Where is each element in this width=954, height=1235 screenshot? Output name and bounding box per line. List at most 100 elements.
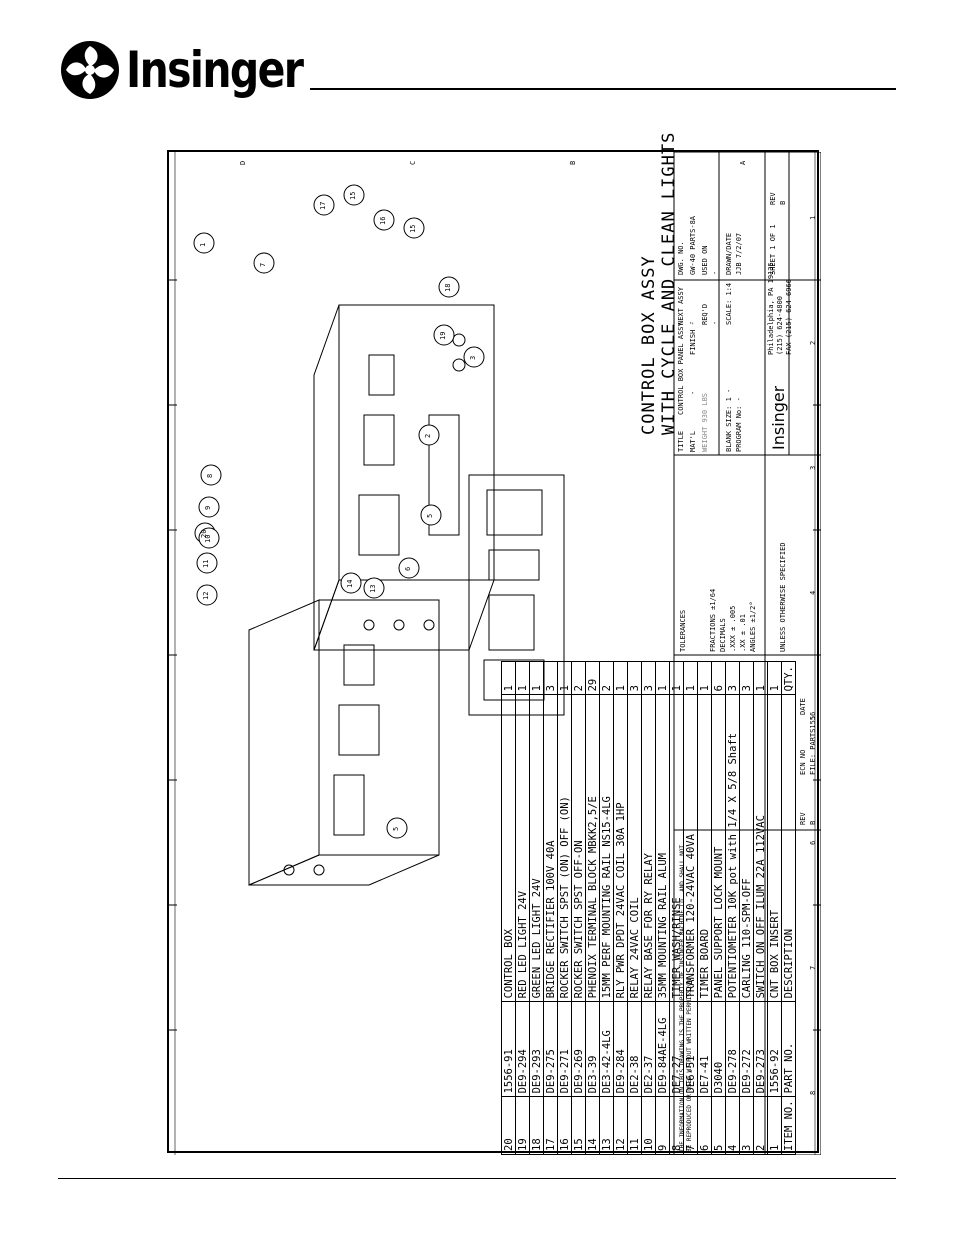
rev-value: B (779, 200, 787, 205)
control-box-iso-secondary (248, 599, 440, 886)
bom-part-no: DE9-275 (543, 1001, 558, 1097)
rev-column-label: REV (799, 812, 807, 825)
bom-header-part: PART NO. (781, 1001, 796, 1097)
bom-header-qty: QTY. (781, 661, 796, 695)
bom-item-no: 11 (627, 1096, 642, 1155)
bom-qty: 3 (725, 661, 740, 695)
bom-qty: 1 (683, 661, 698, 695)
bom-item-no: 1 (767, 1096, 782, 1155)
control-box-iso-main (313, 304, 495, 651)
drawn-value: JJB 7/2/07 (735, 232, 743, 275)
zone-number-2: 2 (809, 340, 817, 345)
bom-part-no: DE2-37 (641, 1001, 656, 1097)
bom-qty: 1 (697, 661, 712, 695)
bom-description: PANEL SUPPORT LOCK MOUNT (711, 694, 726, 1002)
bom-description: ROCKER SWITCH SPST OFF-ON (571, 694, 586, 1002)
balloon-3: 3 (469, 355, 477, 360)
dwg-no: GW-40 PARTS-8A (689, 215, 697, 275)
tol-angles: ANGLES ±1/2° (749, 601, 757, 652)
insinger-swirl-icon (61, 41, 119, 99)
tol-decimals: DECIMALS (719, 618, 727, 652)
matl-value: - (689, 390, 697, 395)
reqd-value: - (711, 320, 719, 325)
bom-item-no: 2 (753, 1096, 768, 1155)
title-value: CONTROL BOX PANEL ASSY (677, 322, 685, 415)
bom-description: RED LED LIGHT 24V (515, 694, 530, 1002)
next-assy-value: - (687, 320, 695, 325)
bom-item-no: 12 (613, 1096, 628, 1155)
sheet-label: SHEET 1 OF 1 (769, 224, 777, 275)
zone-number-7: 7 (809, 965, 817, 970)
bom-description: POTENTIOMETER 10K pot with 1/4 X 5/8 Sha… (725, 694, 740, 1002)
bom-header-description: DESCRIPTION (781, 694, 796, 1002)
balloon-17: 17 (319, 201, 327, 210)
sheet-frame-svg (169, 152, 821, 1155)
bom-part-no: DE9-269 (571, 1001, 586, 1097)
drawing-rotated-frame: D C B A 8 7 6 5 4 3 2 1 1 7 17 15 16 15 … (169, 132, 821, 1155)
bom-qty: 6 (711, 661, 726, 695)
bom-item-no: 3 (739, 1096, 754, 1155)
program-no: PROGRAM No: - (735, 397, 743, 452)
zone-letter-b: B (569, 160, 577, 165)
balloon-15a: 15 (349, 191, 357, 200)
zone-number-3: 3 (809, 465, 817, 470)
bom-item-no: 4 (725, 1096, 740, 1155)
bom-description: ROCKER SWITCH SPST (ON) OFF (ON) (557, 694, 572, 1002)
balloon-13: 13 (369, 584, 377, 593)
bom-part-no: DE3-39 (585, 1001, 600, 1097)
bom-part-no: DE9-284 (613, 1001, 628, 1097)
phone: (215) 624-4800 (776, 295, 784, 355)
bom-description: CNT BOX INSERT (767, 694, 782, 1002)
bom-description: CONTROL BOX (501, 694, 516, 1002)
bom-item-no: 9 (655, 1096, 670, 1155)
bom-description: 15MM PERF MOUNTING RAIL NS15-4LG (599, 694, 614, 1002)
bom-qty: 1 (669, 661, 684, 695)
balloon-1: 1 (199, 242, 207, 247)
zone-letter-d: D (239, 160, 247, 165)
balloon-14: 14 (346, 579, 354, 588)
bom-part-no: DE9-272 (739, 1001, 754, 1097)
bom-part-no: 1556-92 (767, 1001, 782, 1097)
bom-description: PHENOIX TERMINAL BLOCK MBKK2,5/E (585, 694, 600, 1002)
bom-description: TIMER BOARD (697, 694, 712, 1002)
bom-item-no: 6 (697, 1096, 712, 1155)
proprietary-notice: THE INFORMATION ON THIS DRAWING IS THE P… (679, 844, 693, 1152)
fax: FAX (215) 624-6966 (785, 279, 793, 355)
bom-item-no: 14 (585, 1096, 600, 1155)
date-column-label: DATE (799, 698, 807, 715)
bom-part-no: DE9-294 (515, 1001, 530, 1097)
balloon-2: 2 (424, 433, 432, 438)
bom-part-no: DE2-38 (627, 1001, 642, 1097)
bom-header-item: ITEM NO. (781, 1096, 796, 1155)
balloon-9: 9 (204, 505, 212, 510)
bom-item-no: 20 (501, 1096, 516, 1155)
file-name: FILE: PARTS1556 (809, 711, 817, 775)
bom-part-no: 1556-91 (501, 1001, 516, 1097)
insinger-logo: Insinger (58, 38, 341, 102)
drawing-title-line2: WITH CYCLE AND CLEAN LIGHTS (659, 131, 679, 435)
bom-qty: 2 (599, 661, 614, 695)
tol-xx: .XX ± .01 (739, 614, 747, 652)
bom-part-no: DE9-84AE-4LG (655, 1001, 670, 1097)
tol-fractions: FRACTIONS ±1/64 (709, 588, 717, 652)
drawing-title-line1: CONTROL BOX ASSY (639, 255, 659, 435)
bom-part-no: DE9-278 (725, 1001, 740, 1097)
blank-size: BLANK SIZE: 1 - (725, 388, 733, 452)
balloon-7: 7 (259, 262, 267, 267)
bom-qty: 1 (767, 661, 782, 695)
balloon-19: 19 (439, 331, 447, 340)
dwg-no-label: DWG. NO. (677, 241, 685, 275)
bom-item-no: 17 (543, 1096, 558, 1155)
bom-description: RLY PWR DPDT 24VAC COIL 30A 1HP (613, 694, 628, 1002)
title-block-company: Insinger (769, 385, 788, 450)
